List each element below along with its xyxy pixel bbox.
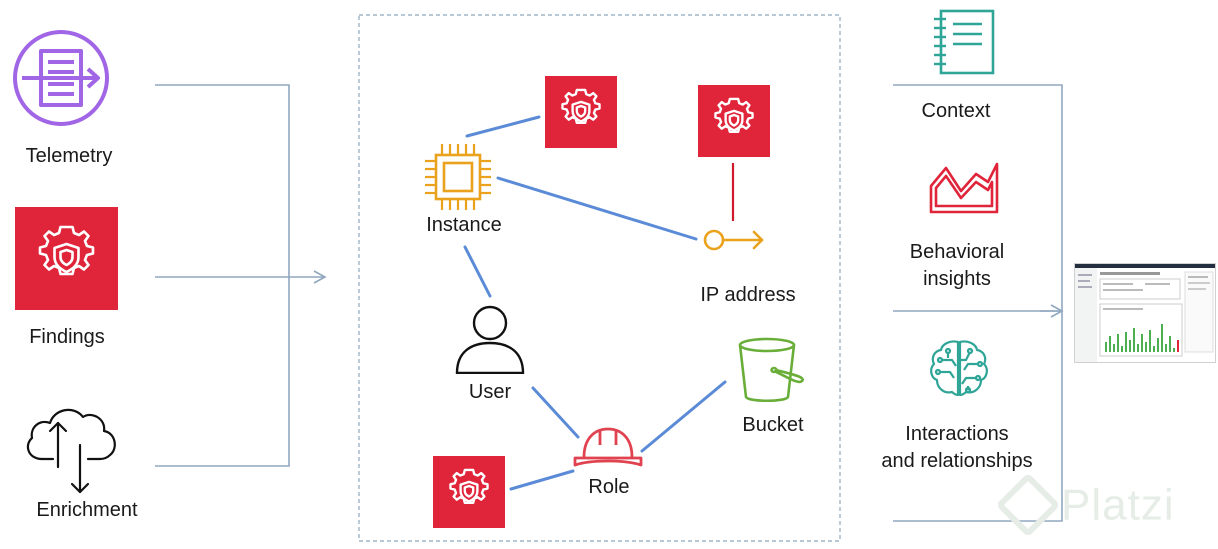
output-connector [893, 84, 1063, 522]
telemetry-label: Telemetry [25, 145, 113, 167]
user-icon [455, 305, 525, 374]
ip-address-icon [703, 229, 764, 251]
graph-edges [463, 115, 727, 491]
platzi-wordmark: Platzi [1061, 480, 1175, 530]
neural-brain-icon [930, 340, 988, 397]
console-screenshot-thumbnail [1074, 263, 1216, 363]
edge-instance-ip [496, 176, 698, 241]
edge-instance-finding [465, 115, 541, 138]
enrichment-label: Enrichment [36, 499, 138, 521]
context-label: Context [921, 100, 991, 122]
edge-role-finding [509, 469, 575, 491]
behavioral-label-line1: Behavioral [909, 241, 1005, 263]
finding-icon-top [545, 76, 617, 148]
bucket-label: Bucket [742, 414, 804, 436]
finding-icon-role [433, 456, 505, 528]
console-thumbnail-graphic [1075, 264, 1215, 362]
platzi-watermark: Platzi [995, 472, 1175, 538]
findings-icon [15, 207, 118, 310]
finding-icon-ip [698, 85, 770, 157]
edge-role-bucket [640, 380, 727, 453]
ip-address-label: IP address [700, 284, 796, 306]
interactions-label-line2: and relationships [881, 450, 1033, 472]
telemetry-icon [13, 30, 109, 126]
edge-user-role [531, 386, 580, 439]
input-connector [155, 84, 327, 467]
role-label: Role [588, 476, 630, 498]
edge-instance-user [463, 245, 492, 298]
behavioral-label-line2: insights [923, 268, 991, 290]
instance-chip-icon [425, 144, 491, 210]
bucket-icon [738, 337, 804, 403]
role-hardhat-icon [573, 427, 643, 467]
graph-container [358, 14, 841, 542]
interactions-label-line1: Interactions [905, 423, 1009, 445]
user-label: User [468, 381, 512, 403]
platzi-logo-icon [995, 472, 1061, 538]
area-chart-icon [929, 162, 999, 214]
instance-label: Instance [426, 214, 502, 236]
context-notebook-icon [934, 9, 995, 75]
cloud-upload-download-icon [26, 408, 116, 494]
findings-label: Findings [29, 326, 105, 348]
